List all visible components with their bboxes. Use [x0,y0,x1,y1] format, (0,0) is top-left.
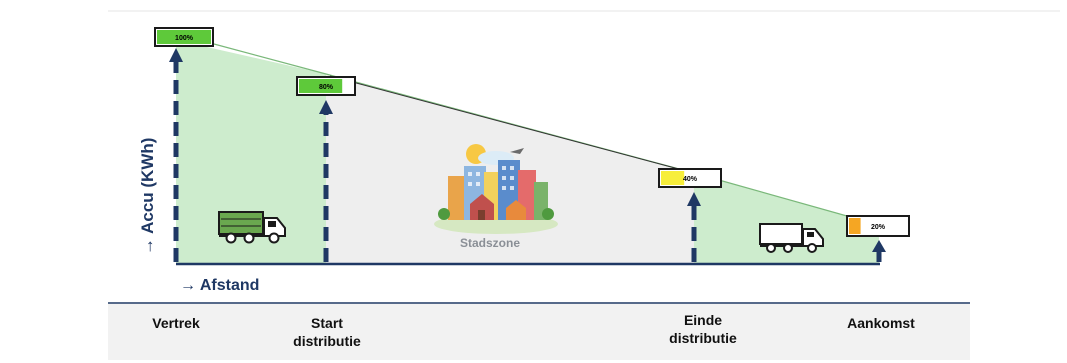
battery-aankomst: 20% [846,215,910,237]
stage-label-einde-distributie: Einde distributie [669,312,737,346]
arrow-up-icon [169,48,183,62]
battery-label: 80% [319,84,334,91]
city-skyline-icon [434,144,558,234]
arrow-up-icon [687,192,701,206]
stage-label-vertrek: Vertrek [152,315,200,331]
arrival-charge-zone [694,173,879,264]
city-zone-label: Stadszone [460,236,520,250]
loaded-truck-icon [218,211,286,244]
departure-charge-zone [176,40,326,264]
battery-label: 100% [175,35,194,42]
battery-einde: 40% [658,168,722,188]
y-axis-label: → Accu (KWh) [138,138,157,255]
battery-label: 20% [871,224,886,231]
empty-truck-icon [759,223,824,253]
battery-vertrek: 100% [154,27,214,47]
battery-start: 80% [296,76,356,96]
city-discharge-line [329,75,691,173]
stage-label-start-distributie: Start distributie [293,315,361,349]
arrow-up-icon [319,100,333,114]
battery-label: 40% [683,176,698,183]
stage-band [108,304,970,360]
stage-label-aankomst: Aankomst [847,315,915,331]
x-axis-label: → Afstand [180,277,259,294]
arrow-up-icon [872,240,886,252]
